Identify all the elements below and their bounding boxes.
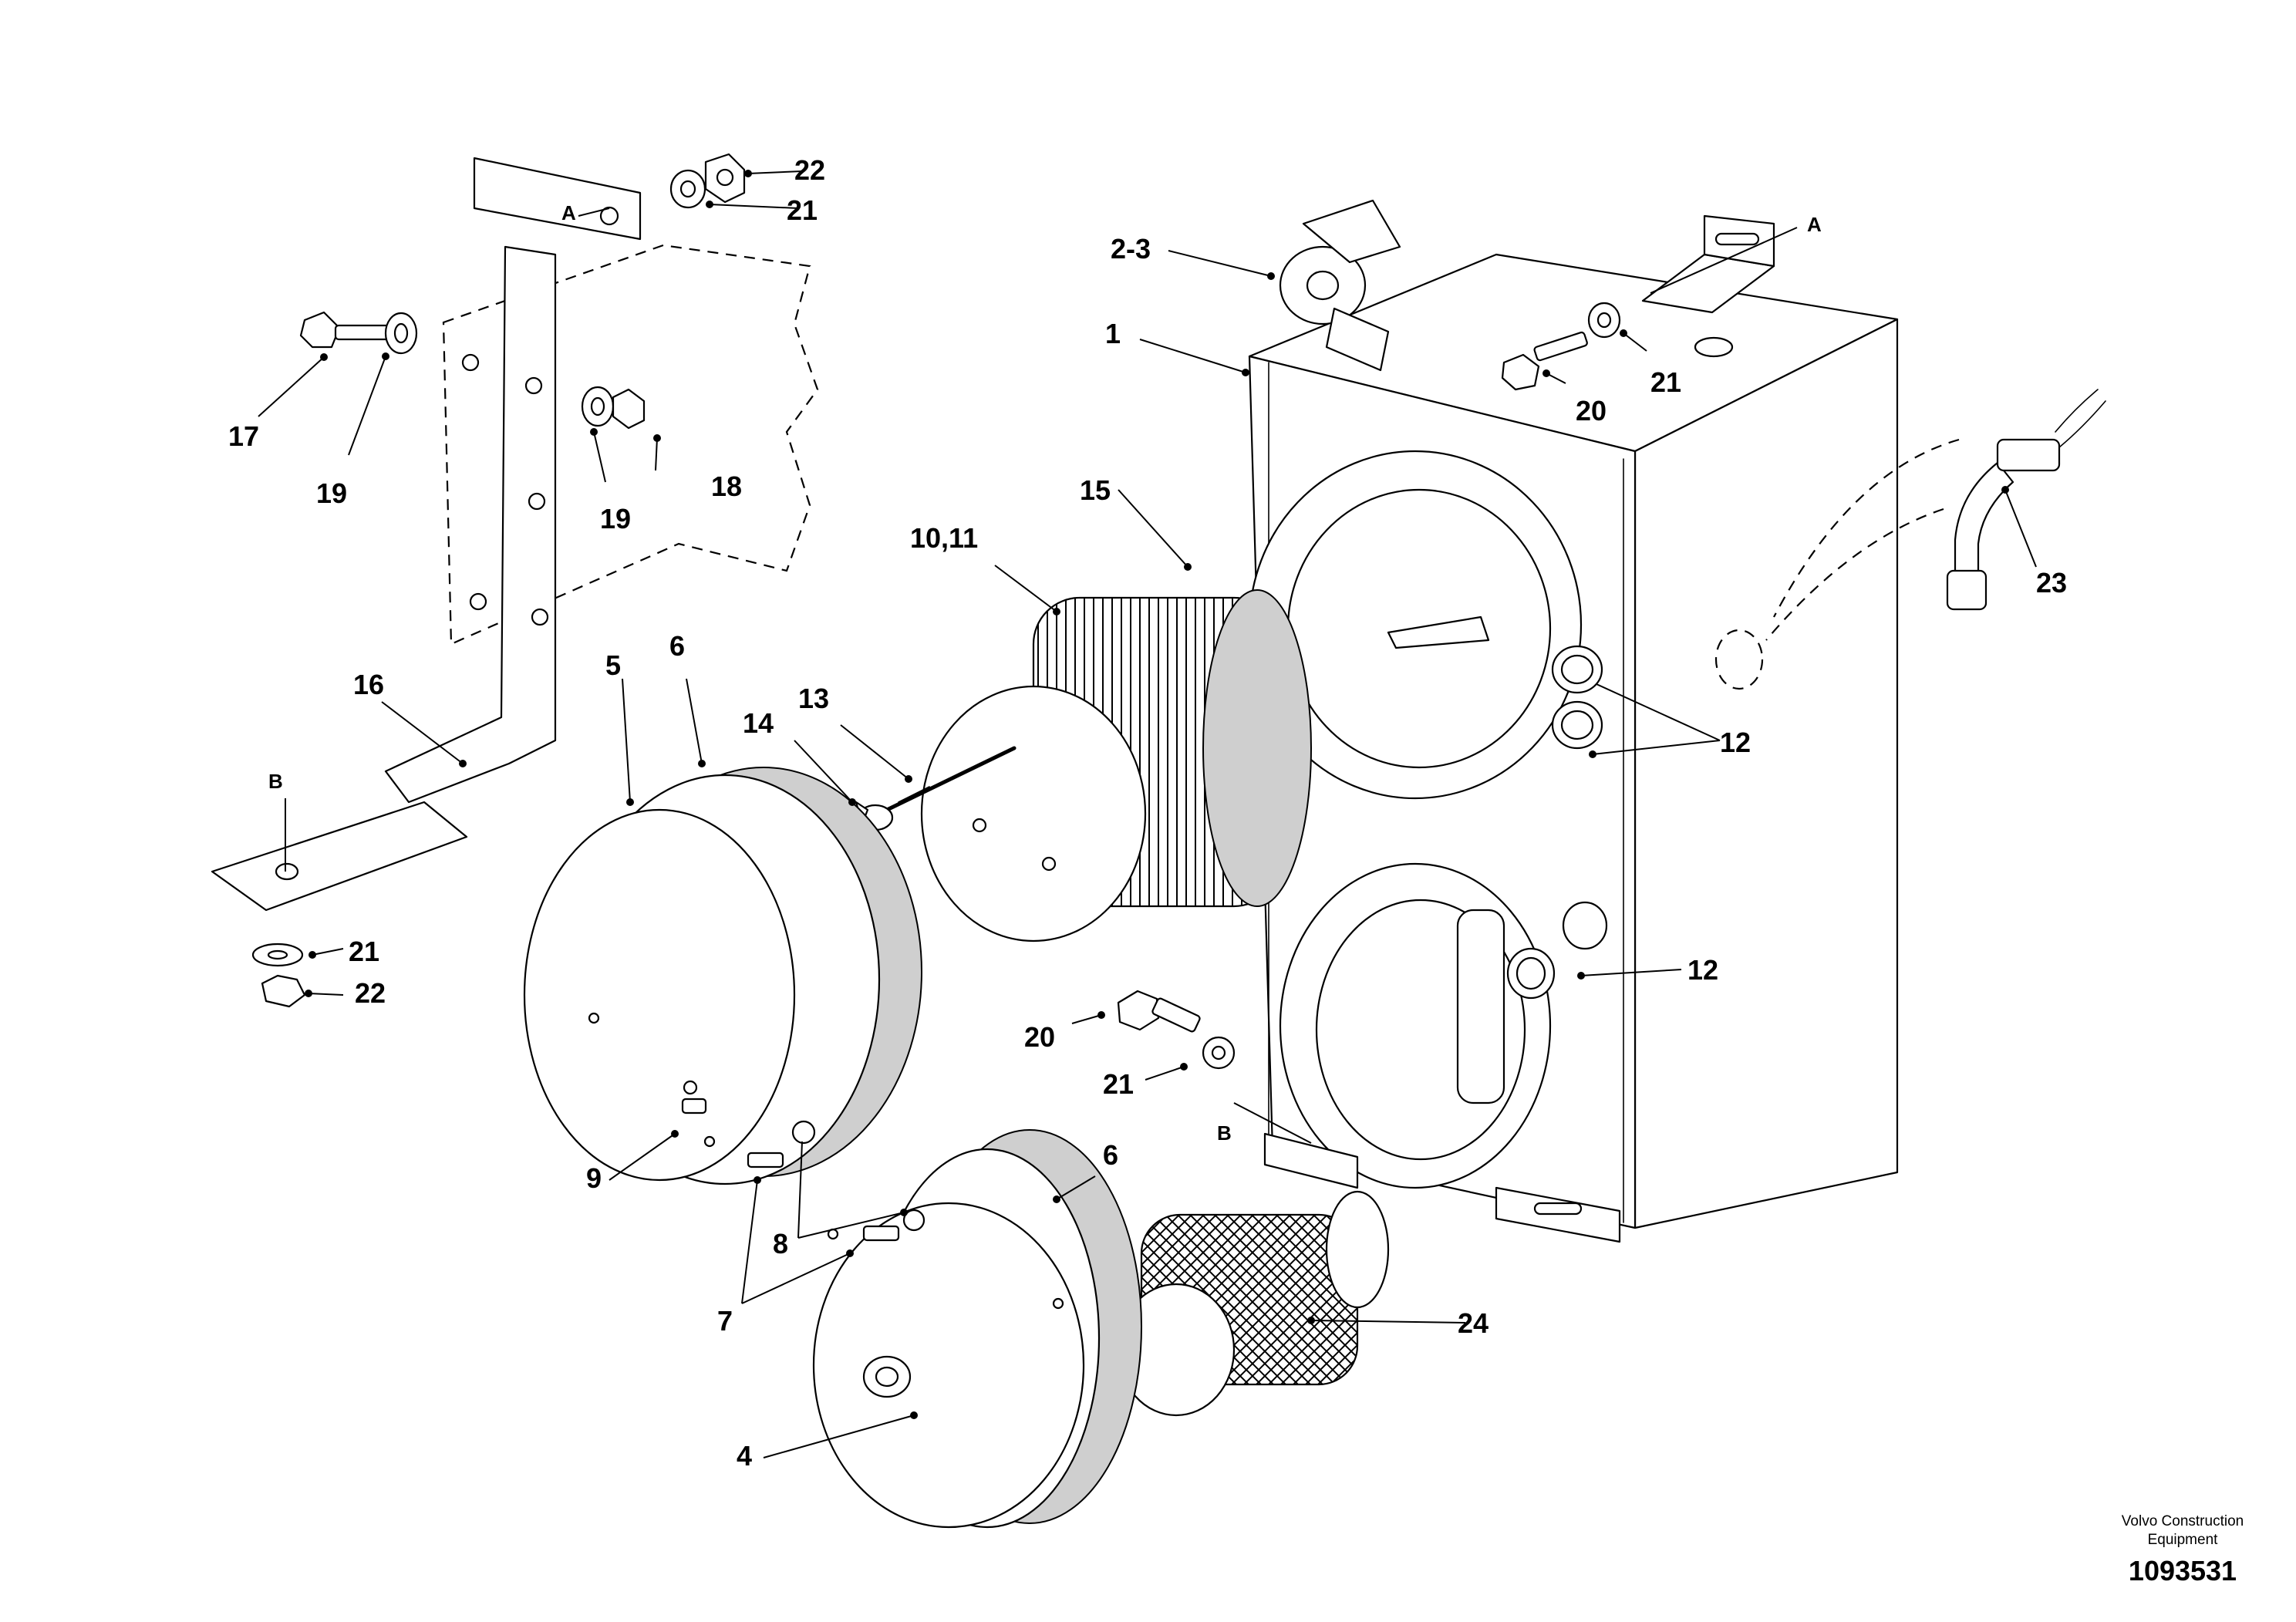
filter-cover-upper (523, 767, 922, 1185)
support-bracket (211, 157, 642, 912)
washer-21-bottom-left (251, 943, 304, 967)
bolt-20-top (1501, 331, 1588, 391)
callout-5: 5 (605, 649, 621, 681)
callout-7: 7 (717, 1305, 733, 1337)
tie-rod (885, 746, 1017, 812)
callout-17: 17 (228, 420, 259, 452)
callout-12-upper: 12 (1720, 727, 1751, 758)
callout-9: 9 (586, 1162, 602, 1194)
callout-22-top: 22 (794, 154, 825, 186)
washer-19a (384, 312, 418, 355)
callout-4: 4 (737, 1440, 752, 1472)
callout-labels: 1 2-3 4 5 6 6 7 8 9 10,11 12 12 13 14 15… (228, 154, 2067, 1472)
callout-6-upper: 6 (669, 630, 685, 662)
reference-b-bracket: B (268, 770, 283, 793)
strainer (1117, 1190, 1390, 1417)
bolt-20-bottom (1117, 990, 1201, 1033)
nut-22-top (704, 153, 746, 204)
drain-plug (681, 1098, 707, 1114)
washer-19b (581, 386, 615, 427)
callout-6-lower: 6 (1103, 1139, 1118, 1171)
callout-10-11: 10,11 (910, 522, 978, 554)
reference-a-bracket: A (561, 201, 576, 224)
callout-19-mid: 19 (600, 503, 631, 534)
callout-21-bottom-left: 21 (349, 936, 379, 967)
callout-23: 23 (2036, 567, 2067, 599)
hose-fitting-upper (1551, 645, 1603, 750)
callout-15: 15 (1080, 474, 1111, 506)
sensor (1765, 389, 2106, 641)
nut-22-bottom-left (261, 974, 306, 1008)
callout-1: 1 (1105, 318, 1121, 349)
tank-bracket-a (1641, 214, 1775, 314)
callout-21-bottom-right: 21 (1103, 1068, 1134, 1100)
callout-24: 24 (1458, 1307, 1489, 1339)
reference-b-tank: B (1217, 1121, 1232, 1145)
cover-bolts-upper (747, 1120, 816, 1168)
washer-21-top (669, 169, 706, 209)
callout-13: 13 (798, 683, 829, 714)
bolt-17 (299, 311, 391, 349)
callout-14: 14 (743, 707, 774, 739)
hose-fitting-lower (1506, 901, 1608, 1000)
callout-2-3: 2-3 (1111, 233, 1151, 265)
callout-22-bottom-left: 22 (355, 977, 386, 1009)
filter-cover-lower (812, 1129, 1142, 1529)
hydraulic-tank (1248, 253, 1899, 1243)
filter-element (920, 589, 1312, 943)
callout-19-left: 19 (316, 477, 347, 509)
callout-20-bottom: 20 (1024, 1021, 1055, 1053)
leader-lines (258, 170, 2037, 1458)
callout-21-top: 21 (787, 194, 818, 226)
callout-21-top-right: 21 (1650, 366, 1681, 398)
filler-cap (1279, 199, 1401, 372)
nut-18 (612, 388, 646, 430)
callout-18: 18 (711, 470, 742, 502)
cover-bolts-lower (862, 1209, 925, 1242)
mounting-plate (442, 244, 819, 646)
washer-21-top-right (1587, 302, 1621, 339)
callout-20-top: 20 (1576, 395, 1607, 427)
callout-8: 8 (773, 1228, 788, 1259)
reference-a-tank: A (1807, 213, 1822, 236)
callout-12-lower: 12 (1687, 954, 1718, 986)
callout-16: 16 (353, 669, 384, 700)
washer-21-bottom-right (1202, 1036, 1236, 1070)
